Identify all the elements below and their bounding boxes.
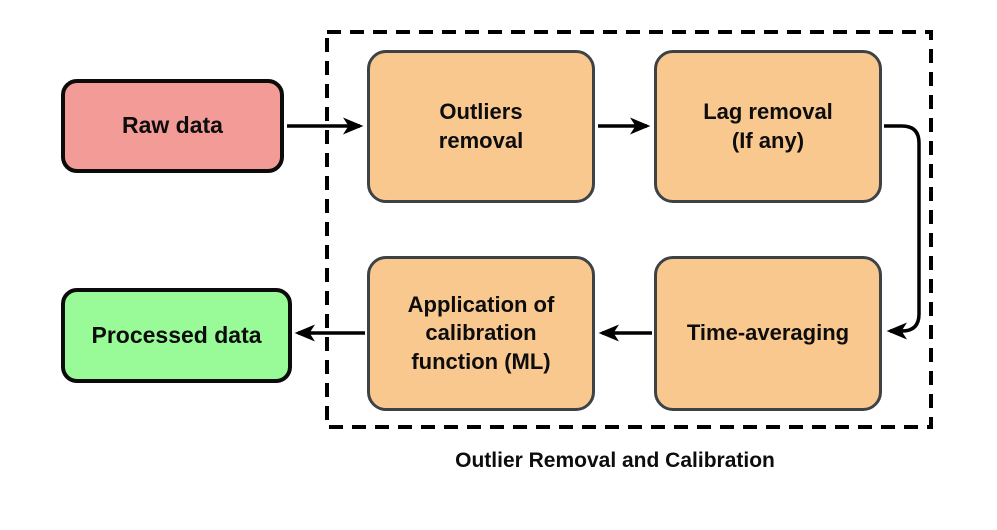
group-dashed-border: [325, 30, 933, 429]
node-raw-data: Raw data: [61, 79, 284, 173]
arrow-lag-to-time: [884, 124, 921, 340]
node-calibration-function: Application of calibration function (ML): [367, 256, 595, 411]
node-outliers-removal: Outliers removal: [367, 50, 595, 203]
node-processed-data: Processed data: [61, 288, 292, 383]
group-caption: Outlier Removal and Calibration: [455, 449, 775, 472]
node-lag-removal: Lag removal (If any): [654, 50, 882, 203]
node-time-averaging: Time-averaging: [654, 256, 882, 411]
